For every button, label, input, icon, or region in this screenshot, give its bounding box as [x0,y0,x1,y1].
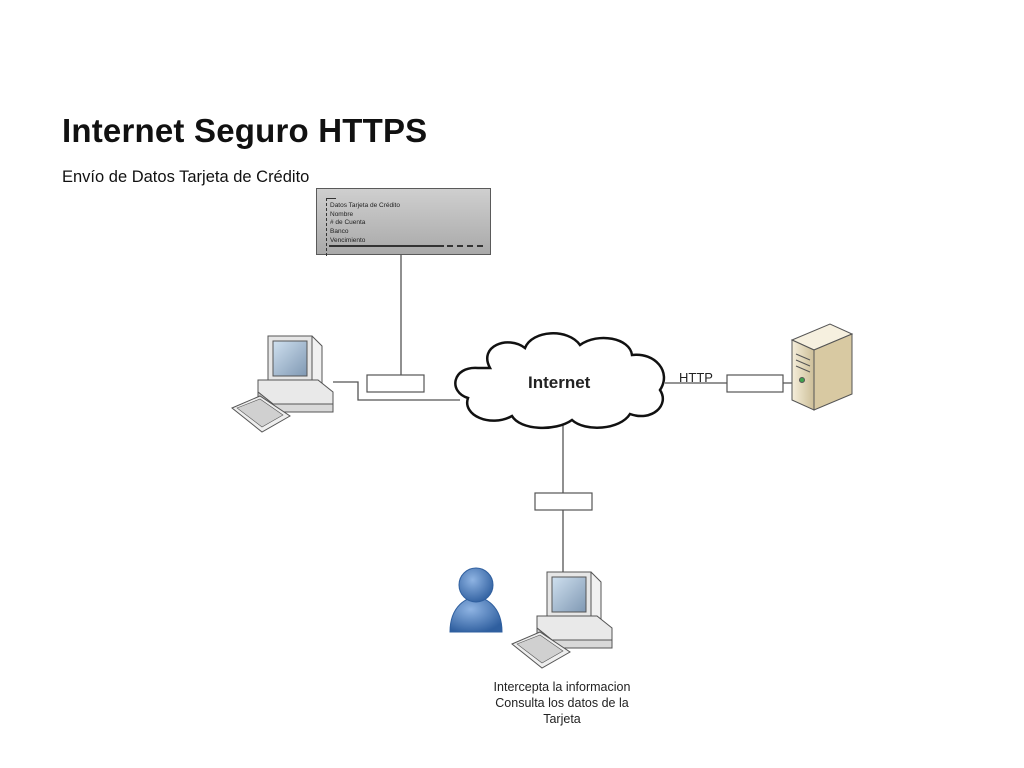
card-underline [329,245,444,247]
caption-line: Intercepta la informacion [493,680,631,694]
packet-box-attacker [534,492,593,511]
slide-title: Internet Seguro HTTPS [62,112,428,149]
packet-boxes [366,374,784,511]
card-line: Datos Tarjeta de Crédito [330,202,400,209]
card-line: Vencimiento [330,236,366,244]
packet-box-server [726,374,784,393]
attacker-caption: Intercepta la informacion Consulta los d… [462,679,662,727]
packet-box-client [366,374,425,393]
card-top-tick [326,198,336,199]
attacker-computer-icon [511,571,613,669]
card-data-lines: Datos Tarjeta de Crédito Nombre # de Cue… [330,202,400,246]
server-icon [790,323,854,411]
card-line: Nombre [330,210,354,218]
connector-lines [333,255,792,576]
user-icon [449,567,503,633]
card-data-panel: Datos Tarjeta de Crédito Nombre # de Cue… [316,188,491,256]
card-dashed-edge [326,198,327,256]
caption-line: Consulta los datos de la [495,696,629,710]
cloud-label: Internet [528,373,591,392]
card-line: # de Cuenta [330,219,366,227]
card-underline-dashed [447,245,483,247]
http-label: HTTP [679,370,713,385]
client-computer-icon [231,335,334,433]
caption-line: Tarjeta [543,712,581,726]
card-line: Banco [330,228,349,236]
cloud-icon [454,332,666,430]
slide-subtitle: Envío de Datos Tarjeta de Crédito [62,168,310,186]
